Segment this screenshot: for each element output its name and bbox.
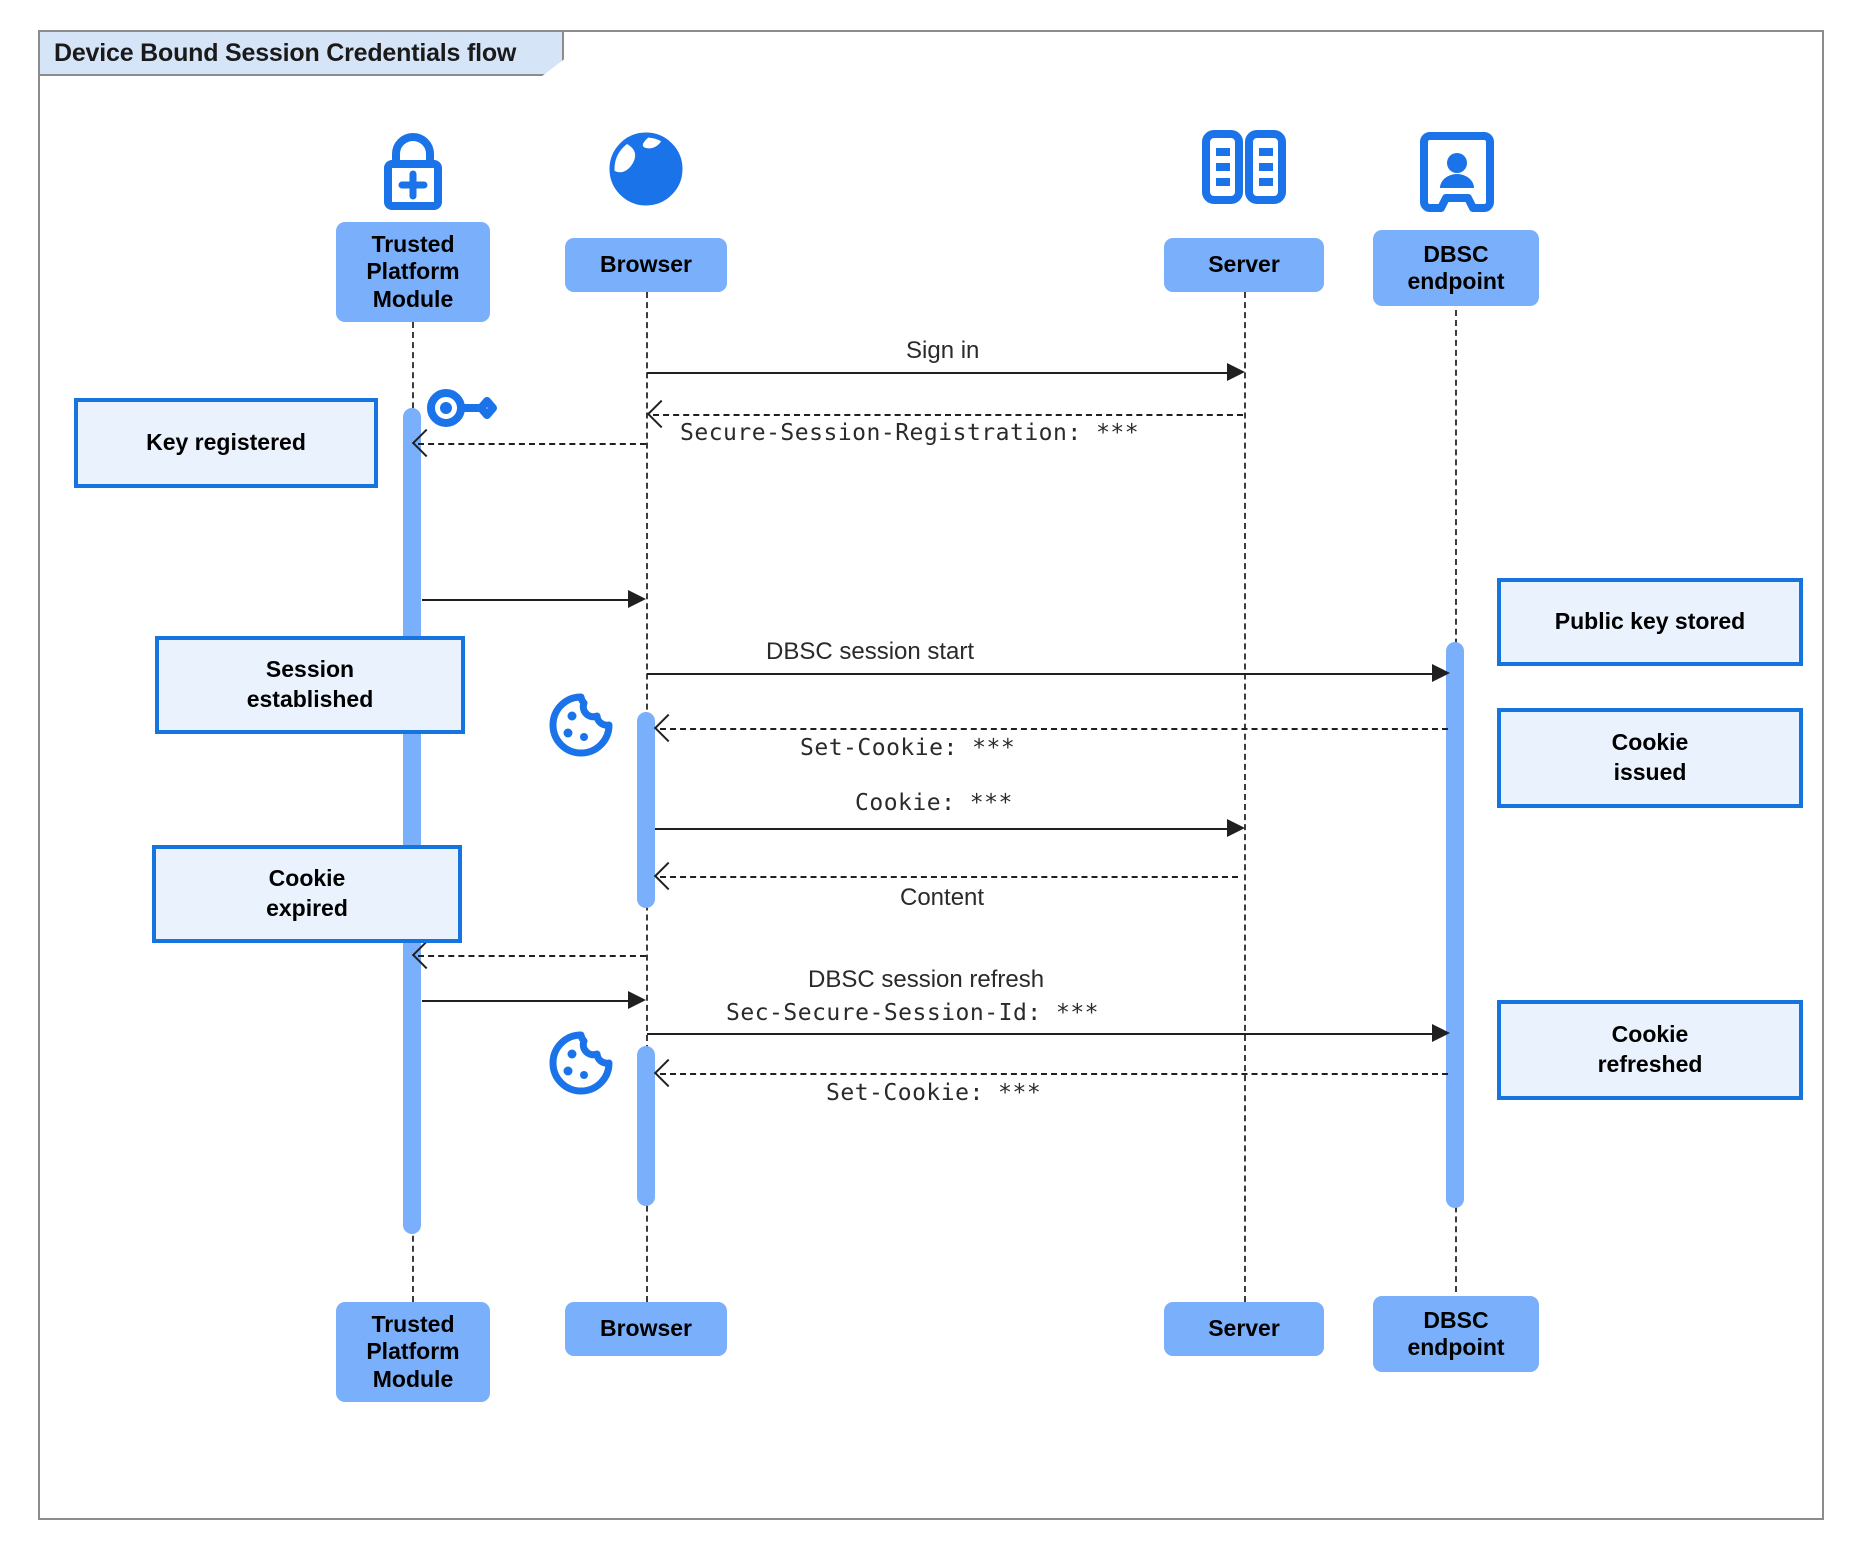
participant-server-bottom[interactable]: Server — [1164, 1302, 1324, 1356]
note-text-line2: issued — [1613, 759, 1687, 785]
cookie-icon — [546, 1030, 616, 1101]
participant-dbsc-top[interactable]: DBSC endpoint — [1373, 230, 1539, 306]
diagram-title: Device Bound Session Credentials flow — [40, 32, 564, 76]
note-key-registered: Key registered — [74, 398, 378, 488]
message-label-dbsc-session-refresh: DBSC session refresh — [808, 966, 1045, 993]
note-public-key-stored: Public key stored — [1497, 578, 1803, 666]
participant-browser-bottom[interactable]: Browser — [565, 1302, 727, 1356]
note-text-line2: established — [246, 686, 374, 712]
message-line-content — [660, 876, 1238, 878]
note-text-line2: refreshed — [1597, 1051, 1703, 1077]
note-text: Key registered — [146, 429, 306, 456]
message-line-dbsc-session-refresh — [647, 1033, 1443, 1035]
message-arrowhead-tpm-to-browser-2 — [628, 991, 646, 1009]
lock-plus-icon — [370, 126, 456, 217]
message-line-registration-to-tpm — [418, 443, 646, 445]
message-label-sec-secure-session-id: Sec-Secure-Session-Id: *** — [726, 1000, 1100, 1026]
note-text-line1: Cookie — [268, 865, 346, 892]
note-text-line2: expired — [266, 895, 348, 921]
key-icon — [425, 382, 499, 439]
participant-label-line2: endpoint — [1407, 268, 1505, 294]
activation-bar-browser-2 — [637, 1046, 655, 1206]
id-badge-icon — [1420, 130, 1494, 219]
message-label-set-cookie-2: Set-Cookie: *** — [826, 1080, 1042, 1106]
participant-label: Server — [1208, 251, 1280, 278]
message-line-tpm-to-browser-2 — [422, 1000, 638, 1002]
participant-label-line2: Platform — [366, 1338, 460, 1365]
message-line-tpm-to-browser-1 — [422, 599, 638, 601]
participant-dbsc-bottom[interactable]: DBSC endpoint — [1373, 1296, 1539, 1372]
lifeline-server — [1244, 282, 1246, 1302]
message-label-sign-in: Sign in — [906, 337, 980, 364]
message-label-dbsc-session-start: DBSC session start — [766, 638, 975, 665]
participant-label-line1: Trusted — [371, 1311, 455, 1338]
cookie-icon — [546, 692, 616, 763]
message-line-sign-in — [647, 372, 1237, 374]
participant-label-line1: DBSC — [1423, 240, 1489, 267]
message-line-set-cookie-2 — [660, 1073, 1448, 1075]
message-line-set-cookie-1 — [660, 728, 1448, 730]
note-cookie-expired: Cookie expired — [152, 845, 462, 943]
note-text-line1: Cookie — [1611, 729, 1689, 756]
participant-label-line3: Module — [372, 285, 454, 312]
message-arrowhead-tpm-to-browser-1 — [628, 590, 646, 608]
participant-label-line1: DBSC — [1423, 1306, 1489, 1333]
server-racks-icon — [1200, 130, 1288, 211]
activation-bar-tpm — [403, 408, 421, 1234]
message-arrowhead-cookie-request — [1227, 819, 1245, 837]
participant-label-line1: Trusted — [371, 231, 455, 258]
note-text-line1: Session — [265, 656, 355, 683]
participant-label-line3: Module — [372, 1365, 454, 1392]
globe-icon — [605, 128, 687, 215]
message-label-secure-session-registration: Secure-Session-Registration: *** — [680, 420, 1140, 446]
activation-bar-browser-1 — [637, 712, 655, 908]
participant-browser-top[interactable]: Browser — [565, 238, 727, 292]
participant-label: Browser — [599, 251, 693, 278]
message-label-cookie-request: Cookie: *** — [855, 790, 1013, 816]
message-label-content: Content — [900, 884, 985, 911]
activation-bar-dbsc — [1446, 642, 1464, 1208]
participant-tpm-top[interactable]: Trusted Platform Module — [336, 222, 490, 322]
note-text-line1: Cookie — [1611, 1021, 1689, 1048]
message-arrowhead-dbsc-session-start — [1432, 664, 1450, 682]
message-arrowhead-dbsc-session-refresh — [1432, 1024, 1450, 1042]
message-line-browser-to-tpm — [418, 955, 646, 957]
participant-server-top[interactable]: Server — [1164, 238, 1324, 292]
message-line-secure-session-registration — [653, 414, 1243, 416]
message-line-dbsc-session-start — [647, 673, 1443, 675]
message-arrowhead-sign-in — [1227, 363, 1245, 381]
participant-label-line2: Platform — [366, 258, 460, 285]
participant-label: Browser — [599, 1315, 693, 1342]
note-cookie-refreshed: Cookie refreshed — [1497, 1000, 1803, 1100]
participant-tpm-bottom[interactable]: Trusted Platform Module — [336, 1302, 490, 1402]
message-line-cookie-request — [655, 828, 1237, 830]
message-label-set-cookie-1: Set-Cookie: *** — [800, 735, 1016, 761]
note-text: Public key stored — [1554, 608, 1746, 635]
participant-label-line2: endpoint — [1407, 1334, 1505, 1360]
note-session-established: Session established — [155, 636, 465, 734]
note-cookie-issued: Cookie issued — [1497, 708, 1803, 808]
participant-label: Server — [1208, 1315, 1280, 1342]
